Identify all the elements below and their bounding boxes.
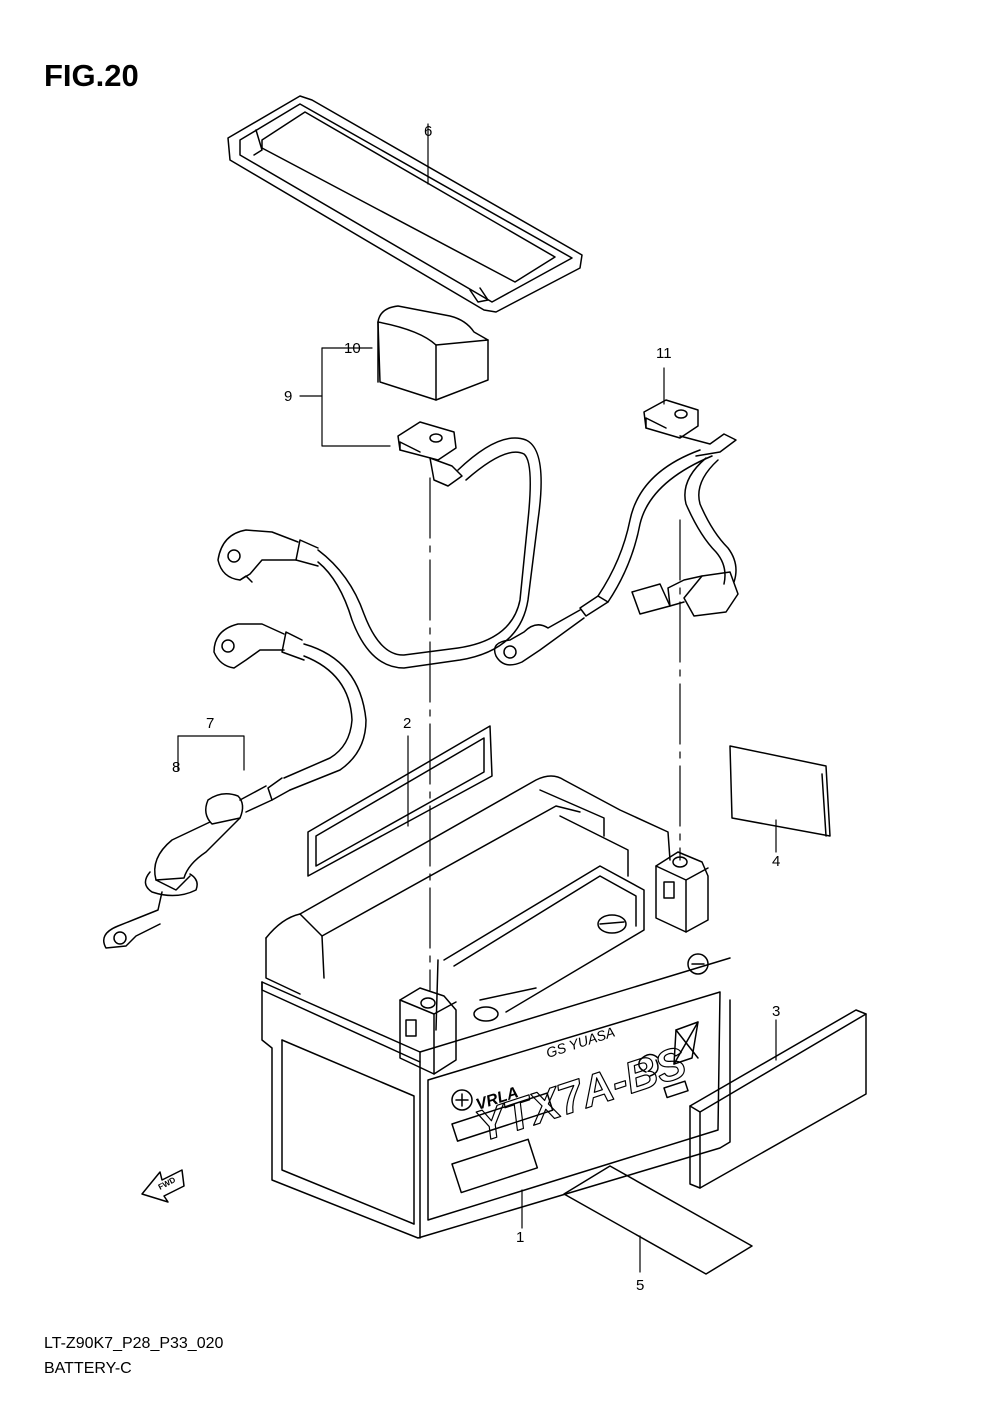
fwd-label: FWD <box>157 1175 178 1192</box>
callout-3: 3 <box>772 1003 780 1020</box>
diagram-name: BATTERY-C <box>44 1360 132 1377</box>
battery[interactable]: VRLA GS YUASA YTX7A-BS <box>261 775 731 1239</box>
breather-hose[interactable] <box>103 623 367 949</box>
leader-lines <box>177 123 777 1273</box>
callout-6: 6 <box>424 123 432 140</box>
figure-title: FIG.20 <box>44 58 139 93</box>
forward-arrow-icon: FWD <box>141 1169 185 1203</box>
battery-brand-label: GS YUASA <box>544 1024 617 1061</box>
callout-5: 5 <box>636 1277 644 1294</box>
callout-7: 7 <box>206 715 214 732</box>
callout-9: 9 <box>284 388 292 405</box>
terminal-cover[interactable] <box>377 305 489 401</box>
callout-10: 10 <box>344 340 361 357</box>
label-part-3[interactable] <box>689 1009 867 1189</box>
label-part-5[interactable] <box>563 1165 753 1275</box>
battery-strap[interactable] <box>227 95 583 313</box>
callout-1: 1 <box>516 1229 524 1246</box>
callout-8: 8 <box>172 759 180 776</box>
callout-4: 4 <box>772 853 780 870</box>
diagram-code: LT-Z90K7_P28_P33_020 <box>44 1335 224 1352</box>
callout-11: 11 <box>656 345 672 362</box>
callout-2: 2 <box>403 715 411 732</box>
battery-model-label: YTX7A-BS <box>470 1038 692 1152</box>
label-part-2[interactable] <box>307 725 493 877</box>
negative-cable[interactable] <box>493 399 739 666</box>
callouts: 6 10 9 11 2 7 8 4 3 1 5 <box>172 123 780 1294</box>
label-part-4[interactable] <box>729 745 831 837</box>
positive-cable[interactable] <box>217 421 542 669</box>
